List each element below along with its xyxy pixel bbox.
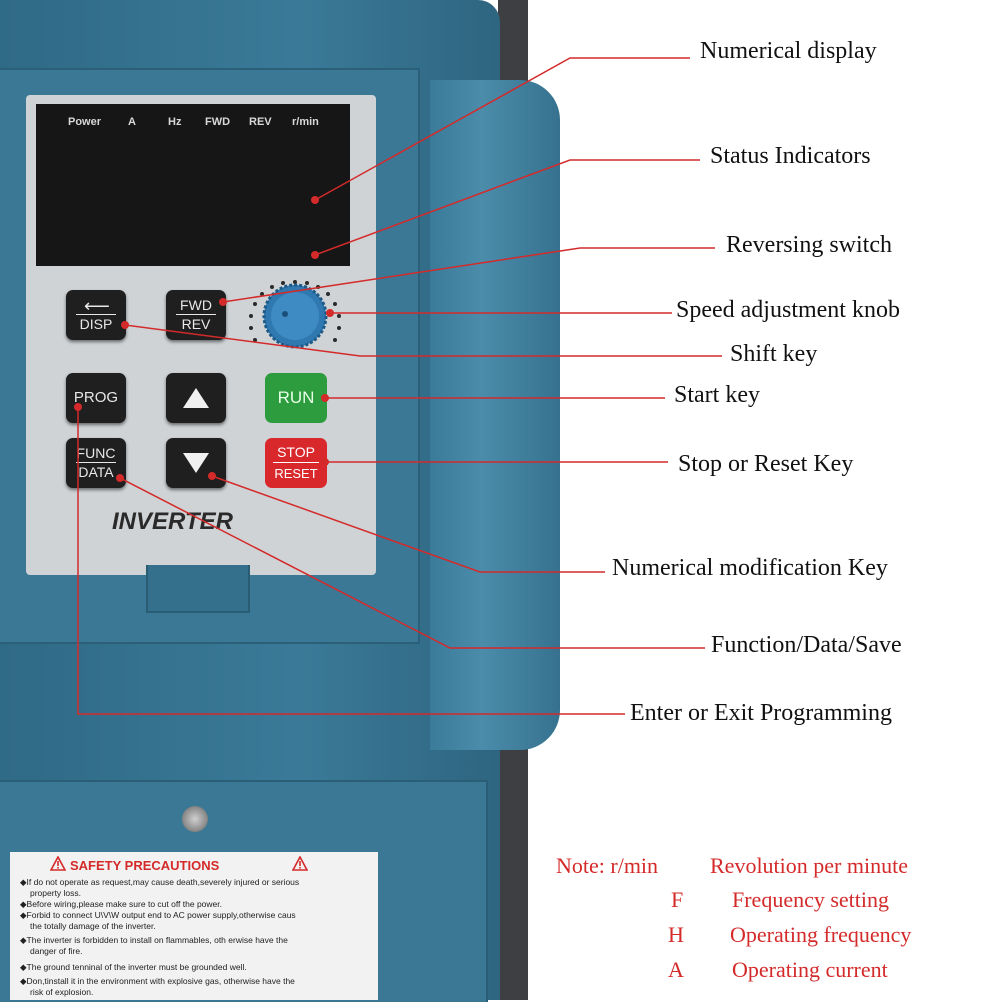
safety-line: risk of explosion. <box>30 987 94 997</box>
indicator-rmin: r/min <box>292 116 319 128</box>
safety-label <box>10 852 378 1000</box>
safety-line: ◆Before wiring,please make sure to cut o… <box>20 899 222 909</box>
indicator-power: Power <box>68 116 102 128</box>
down-triangle-icon <box>183 453 209 473</box>
leader-function-data <box>119 477 705 649</box>
keypad-latch <box>146 565 250 613</box>
numerical-display <box>36 104 350 266</box>
down-key[interactable] <box>166 438 226 488</box>
marker-dot <box>116 474 124 482</box>
up-key[interactable] <box>166 373 226 423</box>
note-meaning: Operating current <box>732 957 888 982</box>
leader-enter-exit-programming <box>77 407 625 715</box>
run-key-label: RUN <box>277 388 315 407</box>
shift-key-label: DISP <box>79 316 113 332</box>
run-key[interactable]: RUN <box>265 373 327 423</box>
note-symbol: H <box>668 922 684 947</box>
marker-dot <box>321 458 329 466</box>
func-label: FUNC <box>76 445 116 461</box>
marker-dot <box>311 196 319 204</box>
safety-line: ◆If do not operate as request,may cause … <box>20 877 300 887</box>
leader-numerical-display <box>314 57 690 201</box>
note-meaning: Frequency setting <box>732 887 890 912</box>
safety-line: ◆The inverter is forbidden to install on… <box>20 935 288 945</box>
casing-side <box>430 80 560 750</box>
note-symbol: F <box>671 887 684 912</box>
safety-line: ◆Don,tinstall it in the environment with… <box>20 976 295 986</box>
screw-icon <box>182 806 208 832</box>
leader-reversing-switch <box>222 247 715 303</box>
marker-dot <box>321 394 329 402</box>
warning-triangle-icon <box>292 856 308 871</box>
safety-line: property loss. <box>30 888 82 898</box>
indicator-rev: REV <box>249 116 272 128</box>
knob-dial-dots <box>249 280 341 342</box>
safety-line: danger of fire. <box>30 946 83 956</box>
indicator-hz: Hz <box>168 116 182 128</box>
callout-enter-exit-programming: Enter or Exit Programming <box>630 700 892 726</box>
up-triangle-icon <box>183 388 209 408</box>
stop-label: STOP <box>277 444 315 460</box>
marker-dot <box>208 472 216 480</box>
shift-key[interactable]: ⟵ DISP <box>66 290 126 340</box>
callout-function-data-save: Function/Data/Save <box>711 632 902 658</box>
prog-key[interactable]: PROG <box>66 373 126 423</box>
indicator-fwd: FWD <box>205 116 231 128</box>
leader-shift-key <box>124 324 722 357</box>
safety-line: ◆The ground tenninal of the inverter mus… <box>20 962 247 972</box>
warning-triangle-icon <box>50 856 66 871</box>
callout-shift-key: Shift key <box>730 341 818 367</box>
callout-reversing-switch: Reversing switch <box>726 232 892 258</box>
rev-label: REV <box>181 316 211 332</box>
left-arrow-icon: ⟵ <box>84 296 110 316</box>
callout-start-key: Start key <box>674 382 760 408</box>
speed-knob[interactable] <box>240 268 350 368</box>
fwd-label: FWD <box>180 297 212 313</box>
callout-status-indicators: Status Indicators <box>710 143 871 169</box>
reversing-switch-key[interactable]: FWD REV <box>166 290 226 340</box>
reset-label: RESET <box>274 466 318 481</box>
callout-numerical-display: Numerical display <box>700 38 877 64</box>
safety-line: the totally damage of the inverter. <box>30 921 156 931</box>
safety-title: SAFETY PRECAUTIONS <box>70 858 220 873</box>
leader-status-indicators <box>314 159 700 256</box>
stop-reset-key[interactable]: STOP RESET <box>265 438 327 488</box>
note-prefix: Note: r/min <box>556 853 659 878</box>
note-meaning: Revolution per minute <box>710 853 908 878</box>
callout-numerical-modification: Numerical modification Key <box>612 555 888 581</box>
marker-dot <box>326 309 334 317</box>
marker-dot <box>311 251 319 259</box>
prog-key-label: PROG <box>73 389 119 406</box>
note-symbol: A <box>668 957 684 982</box>
marker-dot <box>219 298 227 306</box>
callout-speed-knob: Speed adjustment knob <box>676 297 900 323</box>
callout-stop-reset: Stop or Reset Key <box>678 451 854 477</box>
data-label: DATA <box>78 464 114 480</box>
marker-dot <box>121 321 129 329</box>
leader-numerical-modification <box>211 475 605 573</box>
marker-dot <box>74 403 82 411</box>
func-data-key[interactable]: FUNC DATA <box>66 438 126 488</box>
safety-line: ◆Forbid to connect U\V\W output end to A… <box>20 910 296 920</box>
inverter-brand-text: INVERTER <box>112 508 233 535</box>
indicator-a: A <box>128 116 136 128</box>
note-meaning: Operating frequency <box>730 922 912 947</box>
